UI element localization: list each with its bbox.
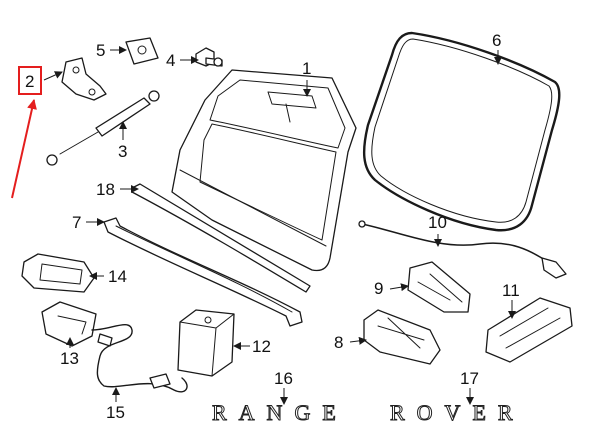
emblem-word-rover: ROVER: [390, 400, 525, 425]
callout-1: 1: [302, 59, 311, 78]
part-15-harness: [91, 324, 188, 393]
callout-12: 12: [252, 337, 271, 356]
callout-4: 4: [166, 51, 175, 70]
callout-2: 2: [25, 72, 34, 91]
highlight-callout-2: [11, 66, 42, 199]
part-7-strip: [103, 217, 303, 327]
part-2-hinge: [61, 57, 107, 101]
part-8-latch: [363, 309, 441, 365]
emblem-word-range: RANGE: [212, 400, 348, 425]
part-13-sensor: [41, 301, 97, 347]
part-10-cable: [358, 220, 567, 279]
part-18-strip: [131, 183, 311, 293]
part-11-switch: [485, 297, 573, 363]
callout-18: 18: [96, 180, 115, 199]
callout-13: 13: [60, 349, 79, 368]
callout-14: 14: [108, 267, 127, 286]
part-1-liftgate: [171, 69, 357, 272]
callout-3: 3: [118, 142, 127, 161]
leader-lines: [43, 46, 516, 405]
part-12-module: [177, 309, 235, 377]
part-6-weatherstrip: [362, 31, 561, 232]
callout-16: 16: [274, 369, 293, 388]
callout-11: 11: [502, 281, 520, 300]
part-4-fastener: [195, 47, 223, 67]
callout-8: 8: [334, 333, 343, 352]
callout-15: 15: [106, 403, 125, 422]
callout-5: 5: [96, 41, 105, 60]
callout-9: 9: [374, 279, 383, 298]
part-5-clip: [125, 37, 159, 65]
part-9-bracket: [407, 261, 471, 313]
callout-17: 17: [460, 369, 479, 388]
callout-10: 10: [428, 213, 447, 232]
callout-7: 7: [72, 213, 81, 232]
part-14-lamp: [21, 253, 95, 293]
callout-6: 6: [492, 31, 501, 50]
part-3-strut: [46, 90, 160, 166]
